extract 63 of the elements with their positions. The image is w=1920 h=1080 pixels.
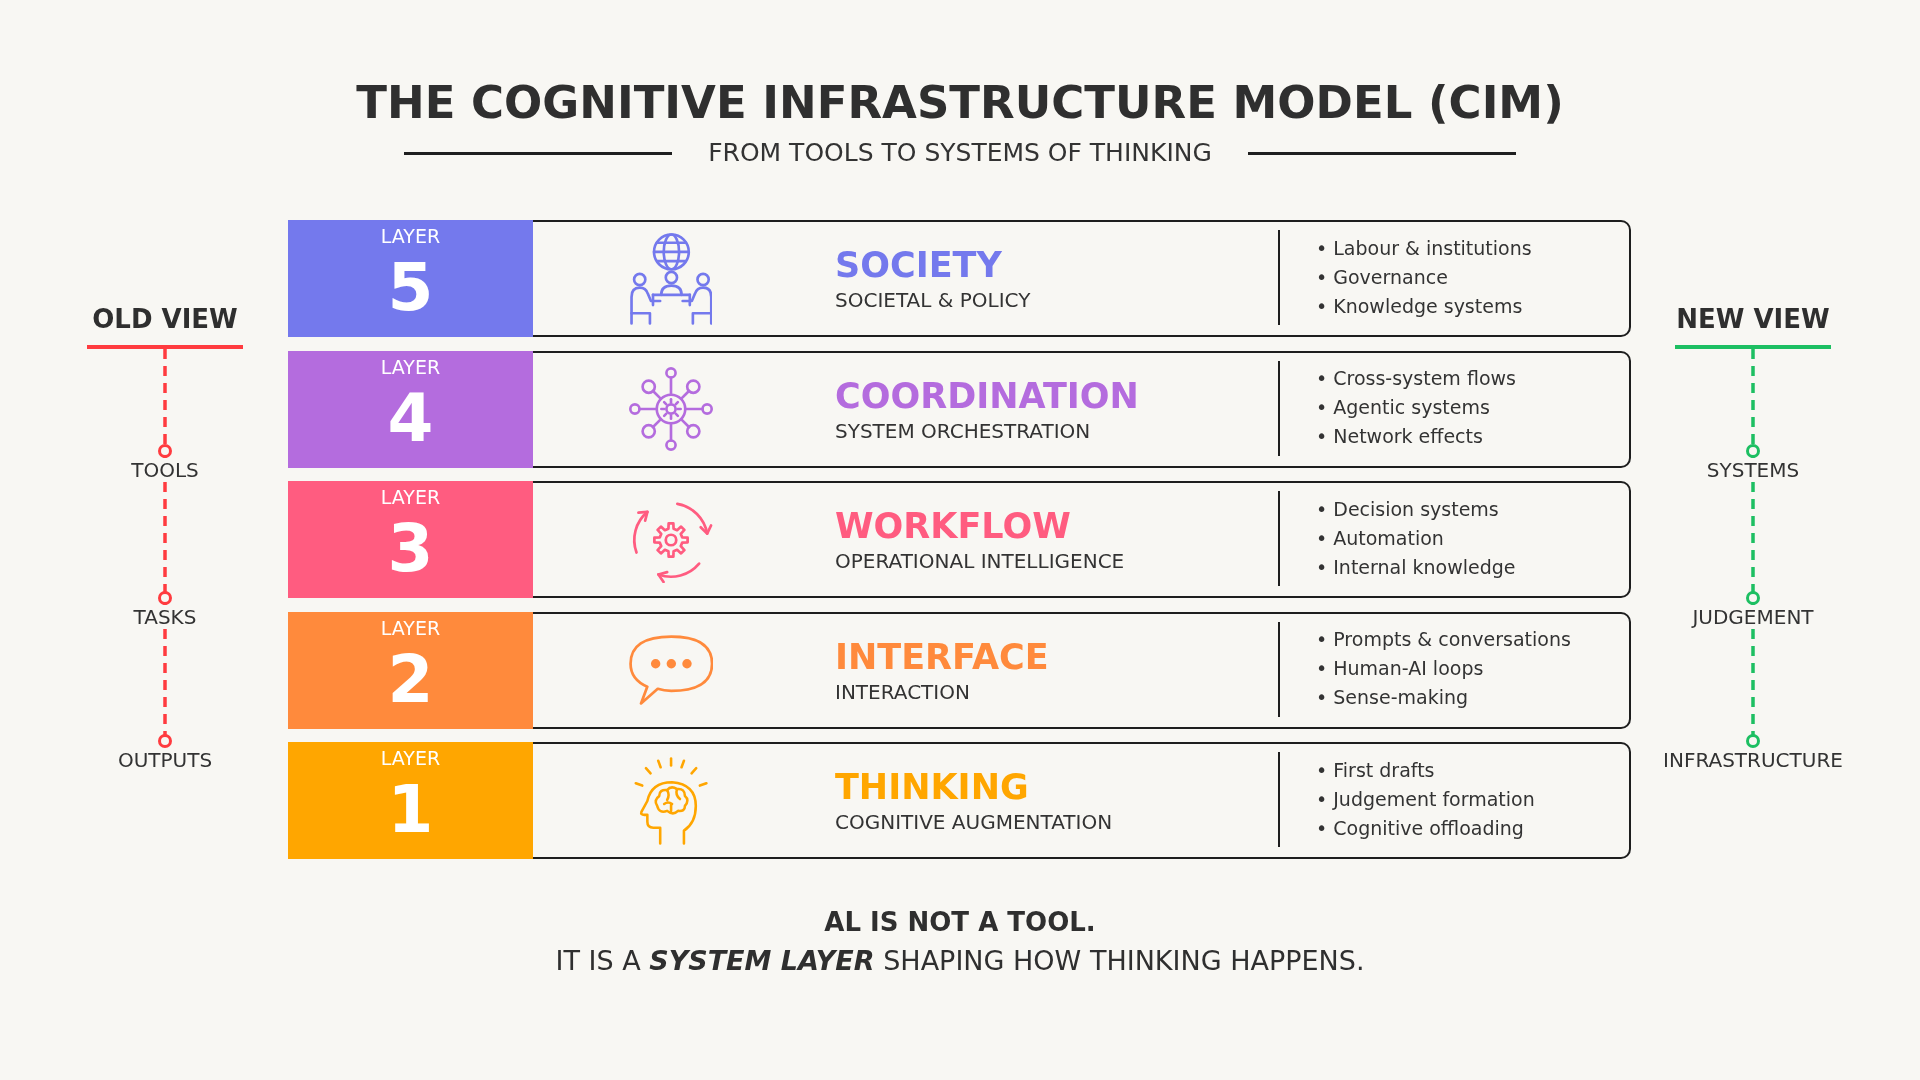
title: THE COGNITIVE INFRASTRUCTURE MODEL (CIM) — [356, 75, 1564, 131]
view-stage-label: SYSTEMS — [1706, 458, 1800, 482]
bullet-item: • Network effects — [1316, 424, 1483, 449]
layer-subtitle: COGNITIVE AUGMENTATION — [835, 810, 1113, 834]
layer-panel — [288, 611, 1631, 729]
bullet-item: • Judgement formation — [1316, 786, 1535, 812]
dashed-connector — [158, 629, 172, 748]
dashed-connector — [1746, 482, 1760, 605]
tagline: IT IS A SYSTEM LAYER SHAPING HOW THINKING HAPPENS. — [555, 945, 1365, 977]
dashed-connector — [1746, 629, 1760, 748]
view-stage-label: INFRASTRUCTURE — [1663, 748, 1843, 772]
layer-label: LAYER — [380, 747, 441, 769]
dashed-connector — [1746, 349, 1760, 458]
layer-title: INTERFACE — [835, 636, 1049, 677]
view-stage-label: TOOLS — [131, 458, 199, 482]
layer-tab — [288, 742, 533, 859]
layer-title: COORDINATION — [835, 375, 1139, 416]
layer-subtitle: INTERACTION — [835, 679, 970, 704]
bullet-item: • Human-AI loops — [1316, 656, 1484, 681]
layer-number: 5 — [387, 255, 434, 321]
view-stage-label: JUDGEMENT — [1692, 605, 1814, 629]
bullet-item: • Agentic systems — [1316, 395, 1490, 420]
layer-title: SOCIETY — [835, 245, 1002, 285]
dashed-connector — [158, 349, 172, 458]
layer-label: LAYER — [380, 355, 441, 378]
tagline-heading: AL IS NOT A TOOL. — [824, 906, 1096, 938]
view-stage-label: TASKS — [133, 605, 197, 629]
layer-number: 4 — [387, 385, 434, 452]
bullet-item: • Decision systems — [1316, 496, 1499, 522]
layer-panel — [288, 220, 1631, 337]
layer-tab — [288, 350, 533, 468]
layer-title: WORKFLOW — [835, 506, 1071, 546]
layer-number: 2 — [387, 646, 434, 713]
layer-subtitle: OPERATIONAL INTELLIGENCE — [835, 549, 1125, 573]
layer-panel — [288, 742, 1631, 859]
bullet-item: • Labour & institutions — [1316, 235, 1532, 261]
bullet-item: • Internal knowledge — [1316, 554, 1516, 580]
bullet-item: • First drafts — [1316, 757, 1435, 783]
layer-label: LAYER — [380, 225, 441, 247]
layer-tab — [288, 481, 533, 598]
bullet-item: • Cross-system flows — [1316, 366, 1516, 391]
layer-tab — [288, 220, 533, 337]
bullet-item: • Prompts & conversations — [1316, 627, 1571, 652]
view-heading: OLD VIEW — [87, 302, 243, 349]
bullet-item: • Governance — [1316, 264, 1448, 290]
layer-panel — [288, 481, 1631, 598]
layer-tab — [288, 611, 533, 729]
layer-title: THINKING — [835, 767, 1029, 807]
bullet-item: • Knowledge systems — [1316, 293, 1523, 319]
bullet-item: • Automation — [1316, 525, 1444, 551]
view-heading: NEW VIEW — [1675, 302, 1831, 349]
layer-subtitle: SOCIETAL & POLICY — [835, 288, 1031, 312]
dashed-connector — [158, 482, 172, 605]
layer-subtitle: SYSTEM ORCHESTRATION — [835, 418, 1091, 443]
layer-label: LAYER — [380, 616, 441, 639]
view-stage-label: OUTPUTS — [117, 748, 213, 772]
layer-panel — [288, 350, 1631, 468]
bullet-item: • Cognitive offloading — [1316, 815, 1524, 841]
layer-number: 3 — [387, 516, 434, 582]
layer-number: 1 — [387, 777, 434, 843]
bullet-item: • Sense-making — [1316, 685, 1469, 710]
subtitle: FROM TOOLS TO SYSTEMS OF THINKING — [708, 138, 1212, 168]
layer-label: LAYER — [380, 486, 441, 508]
